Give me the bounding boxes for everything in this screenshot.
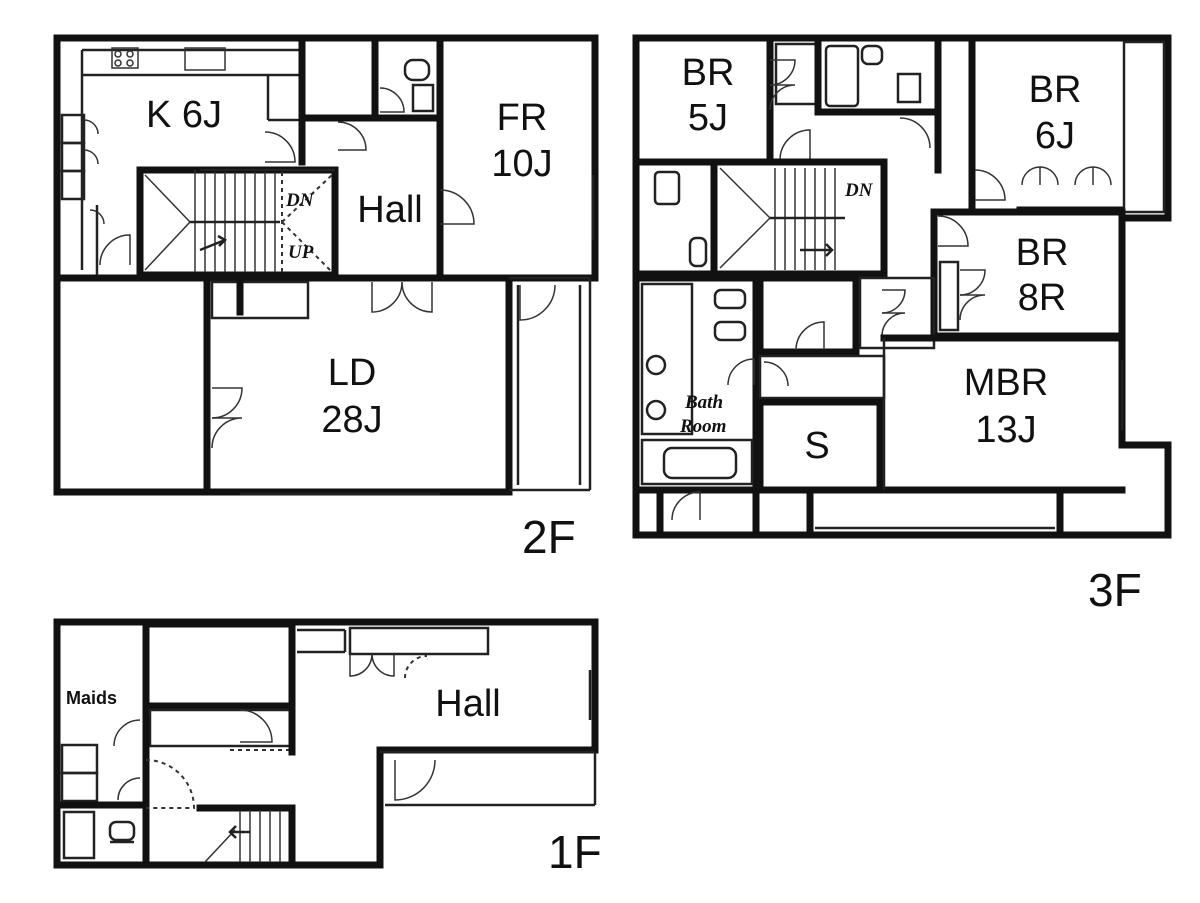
2f-fr-size: 10J (491, 143, 552, 185)
2f-floor-label: 2F (522, 511, 576, 563)
3f-br1-size: 5J (688, 97, 728, 139)
1f-outer-wall (53, 618, 599, 869)
3f-bath-line1: Bath (684, 392, 723, 413)
3f-storage-label: S (804, 425, 829, 467)
1f-hall-label: Hall (435, 683, 500, 725)
3f-floor-label: 3F (1088, 564, 1142, 616)
3f-mbr-size: 13J (975, 409, 1036, 451)
floor-1f: Hall Maids 1F (53, 618, 602, 878)
2f-stair-treads (144, 170, 333, 273)
3f-storage-wall (756, 398, 884, 494)
2f-hall-label: Hall (357, 189, 422, 231)
2f-ld-size: 28J (321, 399, 382, 441)
floor-2f: K 6J DN UP (53, 34, 599, 563)
3f-mbr-name: MBR (964, 362, 1048, 404)
2f-stair-up-label: UP (288, 242, 314, 263)
3f-br3-size: 8R (1018, 277, 1067, 319)
2f-ld-name: LD (328, 352, 377, 394)
1f-floor-label: 1F (548, 826, 602, 878)
2f-stair-dn-label: DN (285, 190, 315, 211)
3f-br2-size: 6J (1035, 115, 1075, 157)
3f-br3-name: BR (1016, 232, 1069, 274)
2f-lower-block-wall (53, 274, 513, 496)
3f-br2-name: BR (1029, 69, 1082, 111)
2f-fr-name: FR (497, 97, 548, 139)
1f-maids-label: Maids (66, 688, 117, 708)
3f-stair-dn-label: DN (844, 180, 874, 201)
3f-bath-line2: Room (679, 416, 726, 437)
3f-br1-name: BR (682, 52, 735, 94)
3f-stair-treads (719, 167, 845, 270)
2f-kitchen-label: K 6J (146, 94, 222, 136)
floor-3f: BR 5J BR 6J (632, 34, 1172, 616)
1f-stair-treads (204, 810, 281, 863)
